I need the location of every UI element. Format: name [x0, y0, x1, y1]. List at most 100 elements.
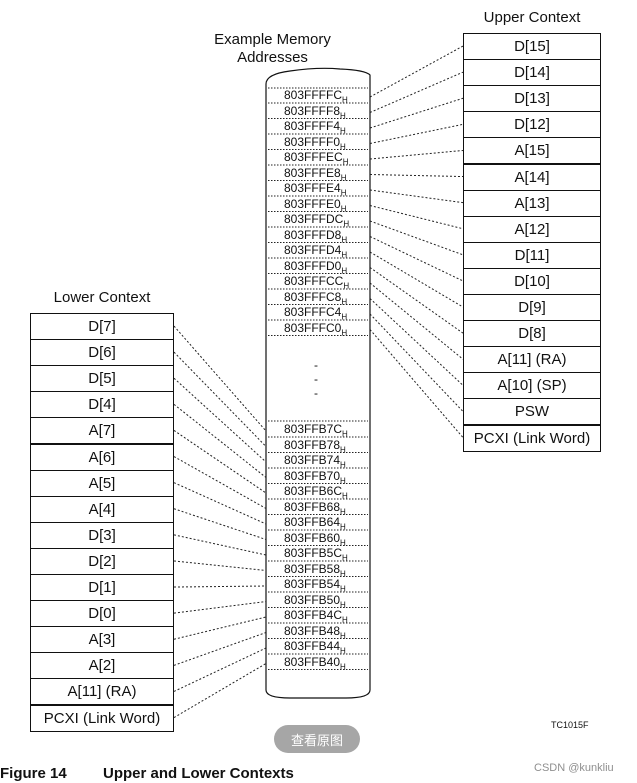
address-label: 803FFB64H [284, 516, 346, 533]
address-label: 803FFB7CH [284, 423, 348, 440]
caption-number: Figure 14 [0, 765, 67, 782]
connector-line [173, 534, 267, 556]
hex-subscript: H [340, 506, 346, 516]
hex-subscript: H [340, 599, 346, 609]
ellipsis-dash: - [314, 386, 318, 400]
register-cell: A[10] (SP) [463, 372, 601, 400]
connector-line [369, 313, 464, 412]
register-cell: D[10] [463, 267, 601, 295]
register-cell: D[12] [463, 111, 601, 139]
address-label: 803FFFF4H [284, 120, 346, 137]
hex-subscript: H [342, 157, 349, 167]
connector-line [369, 251, 464, 308]
connector-line [369, 298, 464, 386]
register-cell: D[6] [30, 339, 174, 367]
register-cell: D[3] [30, 521, 174, 549]
register-cell: PCXI (Link Word) [30, 704, 174, 732]
hex-subscript: H [340, 646, 346, 656]
hex-subscript: H [340, 141, 346, 151]
hex-subscript: H [340, 475, 346, 485]
address-value: 803FFFF0 [284, 134, 341, 149]
hex-subscript: H [340, 460, 346, 470]
connector-line [369, 123, 464, 144]
address-label: 803FFB5CH [284, 547, 348, 564]
memory-column-outline [265, 67, 371, 699]
hex-subscript: H [340, 110, 346, 120]
address-label: 803FFB68H [284, 501, 346, 518]
address-label: 803FFB70H [284, 470, 346, 487]
address-label: 803FFFD8H [284, 229, 347, 246]
address-label: 803FFFD0H [284, 260, 347, 277]
view-original-button[interactable]: 查看原图 [274, 725, 360, 753]
connector-line [173, 647, 267, 692]
address-value: 803FFB78 [284, 437, 341, 452]
address-value: 803FFFCC [284, 274, 344, 288]
connector-line [173, 601, 267, 614]
hex-subscript: H [340, 568, 346, 578]
address-label: 803FFFFCH [284, 89, 348, 106]
register-cell: D[7] [30, 313, 174, 341]
connector-line [173, 403, 267, 478]
address-label: 803FFFCCH [284, 275, 349, 292]
hex-subscript: H [340, 630, 346, 640]
connector-line [369, 45, 464, 98]
address-label: 803FFB78H [284, 439, 346, 456]
register-cell: D[13] [463, 85, 601, 113]
address-value: 803FFB54 [284, 577, 341, 591]
hex-subscript: H [341, 296, 348, 306]
ellipsis-dash: - [314, 372, 318, 386]
hex-subscript: H [340, 661, 346, 671]
connector-line [369, 174, 464, 178]
address-value: 803FFFF4 [284, 119, 341, 133]
connector-line [369, 267, 464, 334]
address-value: 803FFB60 [284, 530, 341, 545]
connector-line [369, 189, 464, 204]
register-cell: A[11] (RA) [30, 678, 174, 706]
hex-subscript: H [341, 327, 348, 337]
address-label: 803FFFF8H [284, 105, 346, 122]
address-value: 803FFFD0 [284, 258, 342, 273]
address-label: 803FFB6CH [284, 485, 348, 502]
hex-subscript: H [343, 219, 350, 229]
connector-line [173, 482, 267, 525]
connector-line [173, 663, 267, 718]
address-value: 803FFB7C [284, 422, 343, 436]
connector-line [369, 71, 464, 113]
address-label: 803FFB50H [284, 594, 346, 611]
hex-subscript: H [340, 126, 346, 136]
address-label: 803FFFC4H [284, 306, 347, 323]
register-cell: A[14] [463, 163, 601, 191]
address-value: 803FFB4C [284, 608, 343, 622]
hex-subscript: H [342, 491, 348, 501]
address-value: 803FFFC0 [284, 320, 342, 335]
address-value: 803FFB44 [284, 639, 341, 653]
register-cell: A[6] [30, 443, 174, 471]
register-cell: D[9] [463, 294, 601, 322]
address-label: 803FFB48H [284, 625, 346, 642]
hex-subscript: H [340, 584, 346, 594]
connector-line [173, 430, 267, 494]
address-label: 803FFFECH [284, 151, 348, 168]
address-value: 803FFB68 [284, 499, 341, 514]
address-label: 803FFFC0H [284, 322, 347, 339]
connector-line [369, 282, 464, 360]
address-value: 803FFFDC [284, 212, 344, 226]
upper-context-title: Upper Context [483, 9, 581, 26]
address-label: 803FFB58H [284, 563, 346, 580]
register-cell: PCXI (Link Word) [463, 424, 601, 452]
connector-line [173, 632, 267, 666]
address-label: 803FFFE8H [284, 167, 346, 184]
register-cell: D[0] [30, 600, 174, 628]
register-cell: A[11] (RA) [463, 346, 601, 374]
address-label: 803FFB4CH [284, 609, 348, 626]
address-label: 803FFB54H [284, 578, 346, 595]
register-cell: D[8] [463, 320, 601, 348]
caption-title: Upper and Lower Contexts [103, 765, 294, 782]
address-value: 803FFFFC [284, 88, 343, 102]
hex-subscript: H [340, 203, 347, 213]
address-value: 803FFB50 [284, 592, 341, 607]
register-cell: A[12] [463, 215, 601, 243]
address-label: 803FFFE0H [284, 198, 346, 215]
